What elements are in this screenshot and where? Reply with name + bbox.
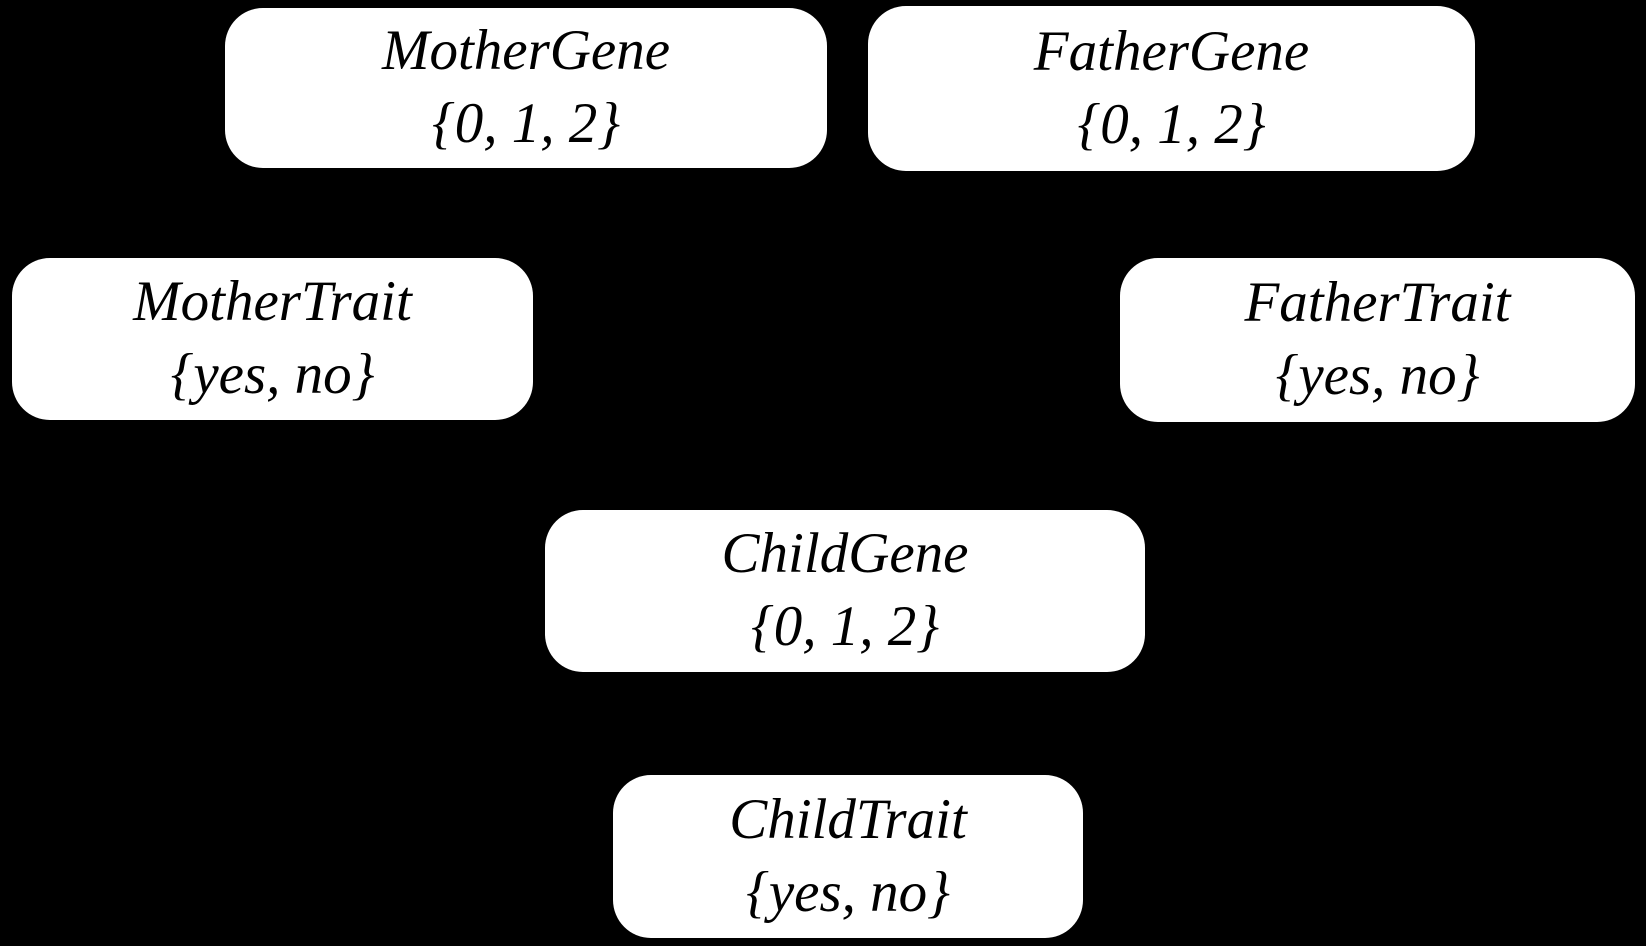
- node-child-trait-title: ChildTrait: [729, 787, 967, 851]
- node-mother-gene: MotherGene {0, 1, 2}: [225, 8, 827, 168]
- node-father-gene-domain: {0, 1, 2}: [1077, 92, 1266, 156]
- node-child-gene-title: ChildGene: [721, 522, 969, 586]
- node-father-gene: FatherGene {0, 1, 2}: [868, 6, 1475, 171]
- node-father-trait: FatherTrait {yes, no}: [1120, 258, 1635, 422]
- node-child-gene-domain: {0, 1, 2}: [750, 595, 940, 658]
- node-father-trait-domain: {yes, no}: [1275, 344, 1480, 407]
- node-mother-trait: MotherTrait {yes, no}: [12, 258, 533, 420]
- node-child-trait-domain: {yes, no}: [746, 860, 950, 924]
- node-child-trait: ChildTrait {yes, no}: [613, 775, 1083, 938]
- node-mother-trait-domain: {yes, no}: [170, 343, 375, 406]
- node-mother-gene-title: MotherGene: [381, 19, 671, 83]
- node-mother-trait-title: MotherTrait: [133, 270, 412, 334]
- node-father-gene-title: FatherGene: [1033, 19, 1310, 83]
- node-mother-gene-domain: {0, 1, 2}: [431, 92, 621, 155]
- node-child-gene: ChildGene {0, 1, 2}: [545, 510, 1145, 672]
- node-father-trait-title: FatherTrait: [1244, 271, 1511, 335]
